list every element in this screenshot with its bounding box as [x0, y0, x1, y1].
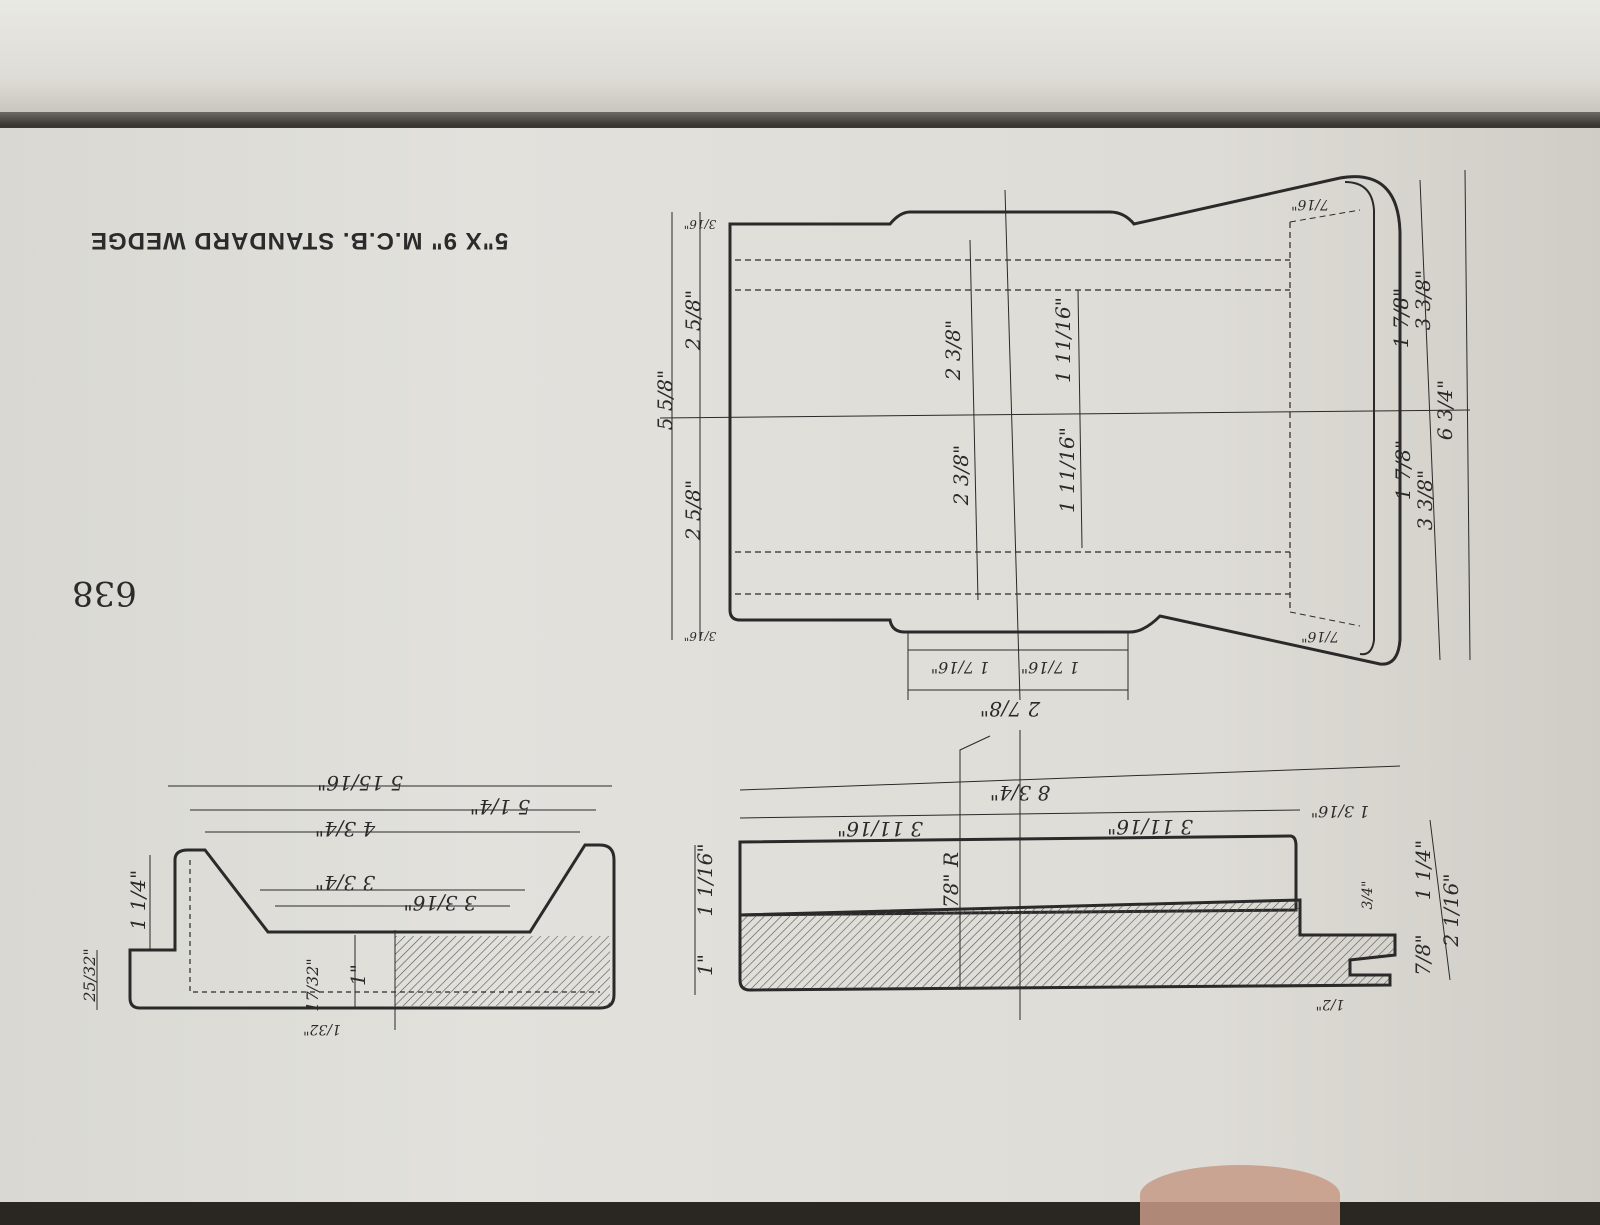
page-gutter-shadow — [0, 112, 1600, 128]
dim-side-length: 8 3/4" — [990, 781, 1050, 805]
dim-end-thickness: 25/32" — [80, 948, 99, 1002]
end-view-dimensions: 5 15/16" 5 1/4" 4 3/4" 3 3/16" 3 3/4" 1 … — [80, 771, 530, 1037]
end-view — [96, 785, 616, 1030]
dim-chamfer-upper: 7/16" — [1291, 196, 1329, 212]
dim-bottom-step: 1/2" — [1316, 996, 1345, 1012]
dim-slot-upper: 1 11/16" — [1051, 297, 1075, 383]
dim-end-slot-a: 3 3/16" — [403, 891, 476, 915]
dim-end-overall: 5 15/16" — [317, 771, 403, 795]
dim-lug-lower: 1 7/8" — [1391, 440, 1415, 500]
dim-head-total-height: 2 1/16" — [1439, 873, 1463, 947]
dim-inner-lower: 2 3/8" — [949, 445, 973, 506]
dim-head-upper-height: 1 1/4" — [1411, 840, 1435, 900]
dim-notch-total: 2 7/8" — [980, 697, 1041, 721]
dim-head-upper: 3 3/8" — [1411, 270, 1435, 330]
dim-notch-a: 1 7/16" — [931, 658, 990, 677]
dim-end-base: 1" — [346, 964, 370, 986]
dim-end-slot-b: 3 3/4" — [315, 871, 375, 895]
dim-side-end: 1 3/16" — [1311, 802, 1370, 821]
dim-end-inner: 4 3/4" — [315, 817, 376, 841]
top-view — [659, 169, 1471, 701]
dim-half-width-upper: 2 5/8" — [681, 290, 705, 351]
dim-side-seg-b: 3 11/16" — [1107, 815, 1193, 839]
dim-length: 6 3/4" — [1433, 380, 1457, 440]
dim-end-outer: 5 1/4" — [470, 795, 530, 819]
dim-inner-upper: 2 3/8" — [941, 320, 965, 381]
dim-side-bottom-height: 1" — [693, 954, 717, 976]
dim-slot-lower: 1 11/16" — [1055, 427, 1079, 513]
dim-flange-upper: 3/16" — [684, 217, 716, 231]
dim-notch-b: 1 7/16" — [1021, 658, 1080, 677]
side-view-dimensions: 8 3/4" 3 11/16" 3 11/16" 1 3/16" 1 1/16"… — [693, 781, 1463, 1012]
dim-head-lower-height: 7/8" — [1411, 934, 1435, 975]
dim-overall-width: 5 5/8" — [653, 370, 677, 430]
dim-side-top-height: 1 1/16" — [693, 843, 717, 916]
top-view-dimensions: 5 5/8" 2 5/8" 2 5/8" 3/16" 3/16" 2 3/8" … — [653, 196, 1457, 721]
thumb — [1140, 1165, 1340, 1225]
dim-end-fillet: 1/32" — [303, 1021, 341, 1037]
dim-chamfer-lower: 7/16" — [1301, 628, 1339, 644]
dim-end-rib-height: 1 1/4" — [126, 870, 150, 930]
facing-page-edge — [0, 0, 1600, 112]
dim-half-width-lower: 2 5/8" — [681, 480, 705, 541]
dim-end-step: 17/32" — [303, 958, 322, 1011]
dim-lug-upper: 1 7/8" — [1389, 288, 1413, 348]
dim-side-seg-a: 3 11/16" — [837, 817, 923, 841]
side-view — [694, 730, 1451, 1020]
book-page — [0, 126, 1600, 1202]
dim-flange-lower: 3/16" — [684, 629, 716, 643]
dim-radius: 78" R — [939, 852, 963, 908]
dim-lip: 3/4" — [1360, 881, 1376, 910]
technical-drawing: 5 5/8" 2 5/8" 2 5/8" 3/16" 3/16" 2 3/8" … — [80, 169, 1471, 1037]
dim-head-lower: 3 3/8" — [1413, 470, 1437, 530]
